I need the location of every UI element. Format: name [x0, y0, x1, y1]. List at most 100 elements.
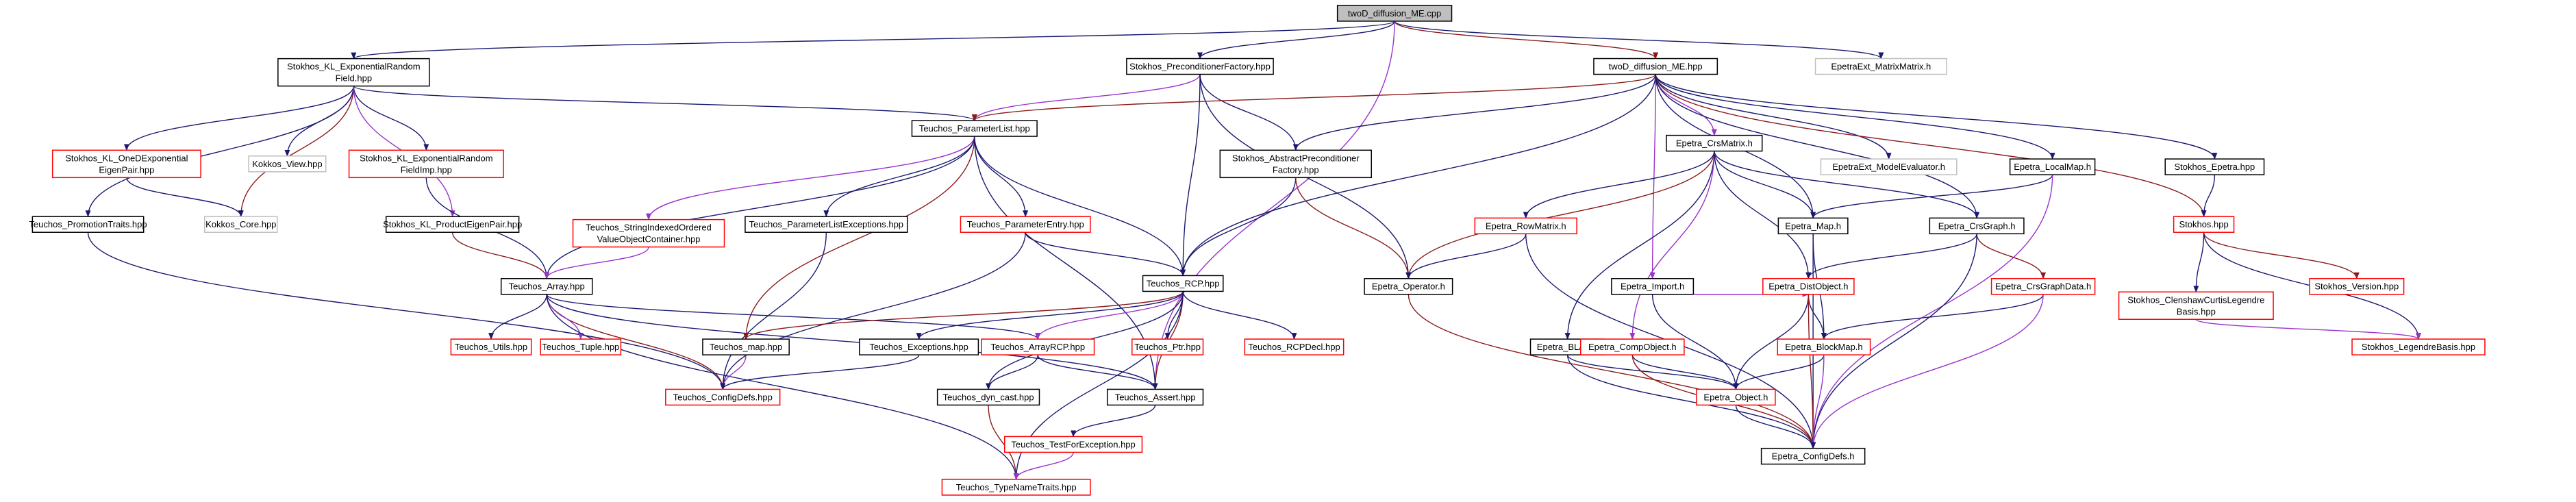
node-klprod[interactable]: Stokhos_KL_ProductEigenPair.hpp	[383, 216, 522, 233]
edge-rowmatrix-to-eoperator	[1405, 234, 1527, 279]
node-ttestexc[interactable]: Teuchos_TestForException.hpp	[1003, 436, 1143, 453]
node-crsmatrix[interactable]: Epetra_CrsMatrix.h	[1666, 134, 1763, 152]
node-label-tarcp-0: Teuchos_ArrayRCP.hpp	[990, 342, 1085, 352]
node-box-stokepetra	[2164, 158, 2265, 175]
edge-precfact-to-plist	[971, 74, 1201, 122]
node-mehpp[interactable]: twoD_diffusion_ME.hpp	[1593, 58, 1718, 75]
node-texc[interactable]: Teuchos_Exceptions.hpp	[859, 338, 979, 355]
edge-plist-to-strindexed	[646, 136, 975, 221]
node-box-crsmatrix	[1666, 134, 1763, 152]
node-box-emap	[1777, 217, 1849, 235]
node-box-rowmatrix	[1474, 217, 1577, 235]
edge-tdyncast-to-ttypename	[988, 405, 1019, 480]
node-box-kokview	[248, 155, 327, 173]
node-tarcp[interactable]: Teuchos_ArrayRCP.hpp	[981, 338, 1095, 355]
node-kokcore[interactable]: Kokkos_Core.hpp	[204, 216, 278, 233]
node-eimport[interactable]: Epetra_Import.h	[1611, 277, 1695, 295]
node-absprec[interactable]: Stokhos_AbstractPreconditionerFactory.hp…	[1219, 149, 1373, 179]
node-label-stokhos-0: Stokhos.hpp	[2179, 219, 2228, 229]
node-crsgraph[interactable]: Epetra_CrsGraph.h	[1929, 217, 2025, 235]
node-eoperator[interactable]: Epetra_Operator.h	[1364, 277, 1453, 295]
node-label-strindexed-0: Teuchos_StringIndexedOrdered	[586, 223, 712, 233]
edge-eobject-to-econfig	[1735, 405, 1816, 449]
node-ttuple[interactable]: Teuchos_Tuple.hpp	[540, 338, 622, 355]
node-tmap[interactable]: Teuchos_map.hpp	[702, 338, 790, 355]
edge-pentry-to-tconfig	[720, 232, 1026, 390]
edge-eblas-to-eobject	[1566, 354, 1739, 390]
edge-edistobj-to-eobject	[1733, 294, 1810, 390]
node-eblockmap[interactable]: Epetra_BlockMap.h	[1777, 338, 1871, 355]
node-promo[interactable]: Teuchos_PromotionTraits.hpp	[29, 216, 147, 233]
node-modeleval[interactable]: EpetraExt_ModelEvaluator.h	[1820, 158, 1958, 175]
edge-crsmatrix-to-ecompobj	[1629, 151, 1715, 340]
edge-crsmatrix-to-rowmatrix	[1523, 151, 1715, 219]
edge-trcp-to-tmap	[743, 291, 1184, 340]
node-stokepetra[interactable]: Stokhos_Epetra.hpp	[2164, 158, 2265, 175]
node-box-texc	[859, 338, 979, 355]
node-plist[interactable]: Teuchos_ParameterList.hpp	[911, 120, 1038, 137]
node-box-plist	[911, 120, 1038, 137]
node-tarray[interactable]: Teuchos_Array.hpp	[500, 277, 593, 295]
node-localmap[interactable]: Epetra_LocalMap.h	[2009, 158, 2096, 175]
node-label-texc-0: Teuchos_Exceptions.hpp	[869, 342, 968, 352]
edge-eblas-to-econfig	[1566, 355, 1816, 449]
edge-crsgraph-to-econfig	[1810, 234, 1977, 449]
node-box-crsgraphdata	[1990, 277, 2096, 295]
node-ttypename[interactable]: Teuchos_TypeNameTraits.hpp	[941, 479, 1091, 496]
node-label-localmap-0: Epetra_LocalMap.h	[2014, 162, 2091, 172]
node-label-plistexc-0: Teuchos_ParameterListExceptions.hpp	[749, 219, 903, 229]
node-tdyncast[interactable]: Teuchos_dyn_cast.hpp	[936, 388, 1040, 406]
node-ecompobj[interactable]: Epetra_CompObject.h	[1580, 338, 1685, 355]
node-emap[interactable]: Epetra_Map.h	[1777, 217, 1849, 235]
node-pentry[interactable]: Teuchos_ParameterEntry.hpp	[960, 216, 1091, 233]
node-strindexed[interactable]: Teuchos_StringIndexedOrderedValueObjectC…	[572, 218, 725, 248]
node-label-pentry-0: Teuchos_ParameterEntry.hpp	[967, 219, 1084, 229]
node-box-eblockmap	[1777, 338, 1871, 355]
node-legbasis[interactable]: Stokhos_LegendreBasis.hpp	[2351, 338, 2486, 355]
node-rowmatrix[interactable]: Epetra_RowMatrix.h	[1474, 217, 1577, 235]
node-plistexc[interactable]: Teuchos_ParameterListExceptions.hpp	[745, 216, 908, 233]
node-label-klprod-0: Stokhos_KL_ProductEigenPair.hpp	[383, 219, 522, 229]
node-box-pentry	[960, 216, 1091, 233]
node-label-ecompobj-0: Epetra_CompObject.h	[1588, 342, 1677, 352]
node-stokhos[interactable]: Stokhos.hpp	[2173, 216, 2235, 233]
edge-trcp-to-trcpdecl	[1182, 291, 1297, 340]
node-box-modeleval	[1820, 158, 1958, 175]
node-tconfig[interactable]: Teuchos_ConfigDefs.hpp	[665, 388, 781, 406]
node-label-eimport-0: Epetra_Import.h	[1621, 281, 1684, 292]
node-box-absprec	[1219, 149, 1373, 179]
edge-crsmatrix-to-emap	[1714, 151, 1816, 219]
node-label-kokcore-0: Kokkos_Core.hpp	[205, 219, 276, 229]
node-tutils[interactable]: Teuchos_Utils.hpp	[450, 338, 532, 355]
node-box-stokhos	[2173, 216, 2235, 233]
node-trcpdecl[interactable]: Teuchos_RCPDecl.hpp	[1244, 338, 1345, 355]
node-stokver[interactable]: Stokhos_Version.hpp	[2309, 277, 2405, 295]
edge-eblockmap-to-econfig	[1810, 355, 1825, 449]
node-tptr[interactable]: Teuchos_Ptr.hpp	[1131, 338, 1204, 355]
node-precfact[interactable]: Stokhos_PreconditionerFactory.hpp	[1126, 58, 1274, 75]
node-kokview[interactable]: Kokkos_View.hpp	[248, 155, 327, 173]
node-box-root	[1336, 5, 1453, 22]
node-tassert[interactable]: Teuchos_Assert.hpp	[1106, 388, 1204, 406]
node-label-klexpimpl-0: Stokhos_KL_ExponentialRandom	[360, 153, 492, 163]
node-trcp[interactable]: Teuchos_RCP.hpp	[1142, 275, 1224, 292]
node-box-ttypename	[941, 479, 1091, 496]
edge-tarray-to-tassert	[546, 294, 1158, 390]
edge-mehpp-to-crsgraph	[1655, 74, 1980, 219]
node-econfig[interactable]: Epetra_ConfigDefs.h	[1760, 447, 1866, 465]
node-box-kokcore	[204, 216, 278, 233]
node-label-econfig-0: Epetra_ConfigDefs.h	[1772, 451, 1855, 462]
node-edistobj[interactable]: Epetra_DistObject.h	[1762, 277, 1855, 295]
node-box-tarcp	[981, 338, 1095, 355]
node-crsgraphdata[interactable]: Epetra_CrsGraphData.h	[1990, 277, 2096, 295]
node-eobject[interactable]: Epetra_Object.h	[1696, 388, 1776, 406]
node-root[interactable]: twoD_diffusion_ME.cpp	[1336, 5, 1453, 22]
node-label-klexpimpl-1: FieldImp.hpp	[401, 164, 452, 175]
edge-eblockmap-to-eobject	[1733, 354, 1825, 390]
node-label-strindexed-1: ValueObjectContainer.hpp	[597, 234, 701, 244]
node-epextmat[interactable]: EpetraExt_MatrixMatrix.h	[1814, 58, 1947, 75]
